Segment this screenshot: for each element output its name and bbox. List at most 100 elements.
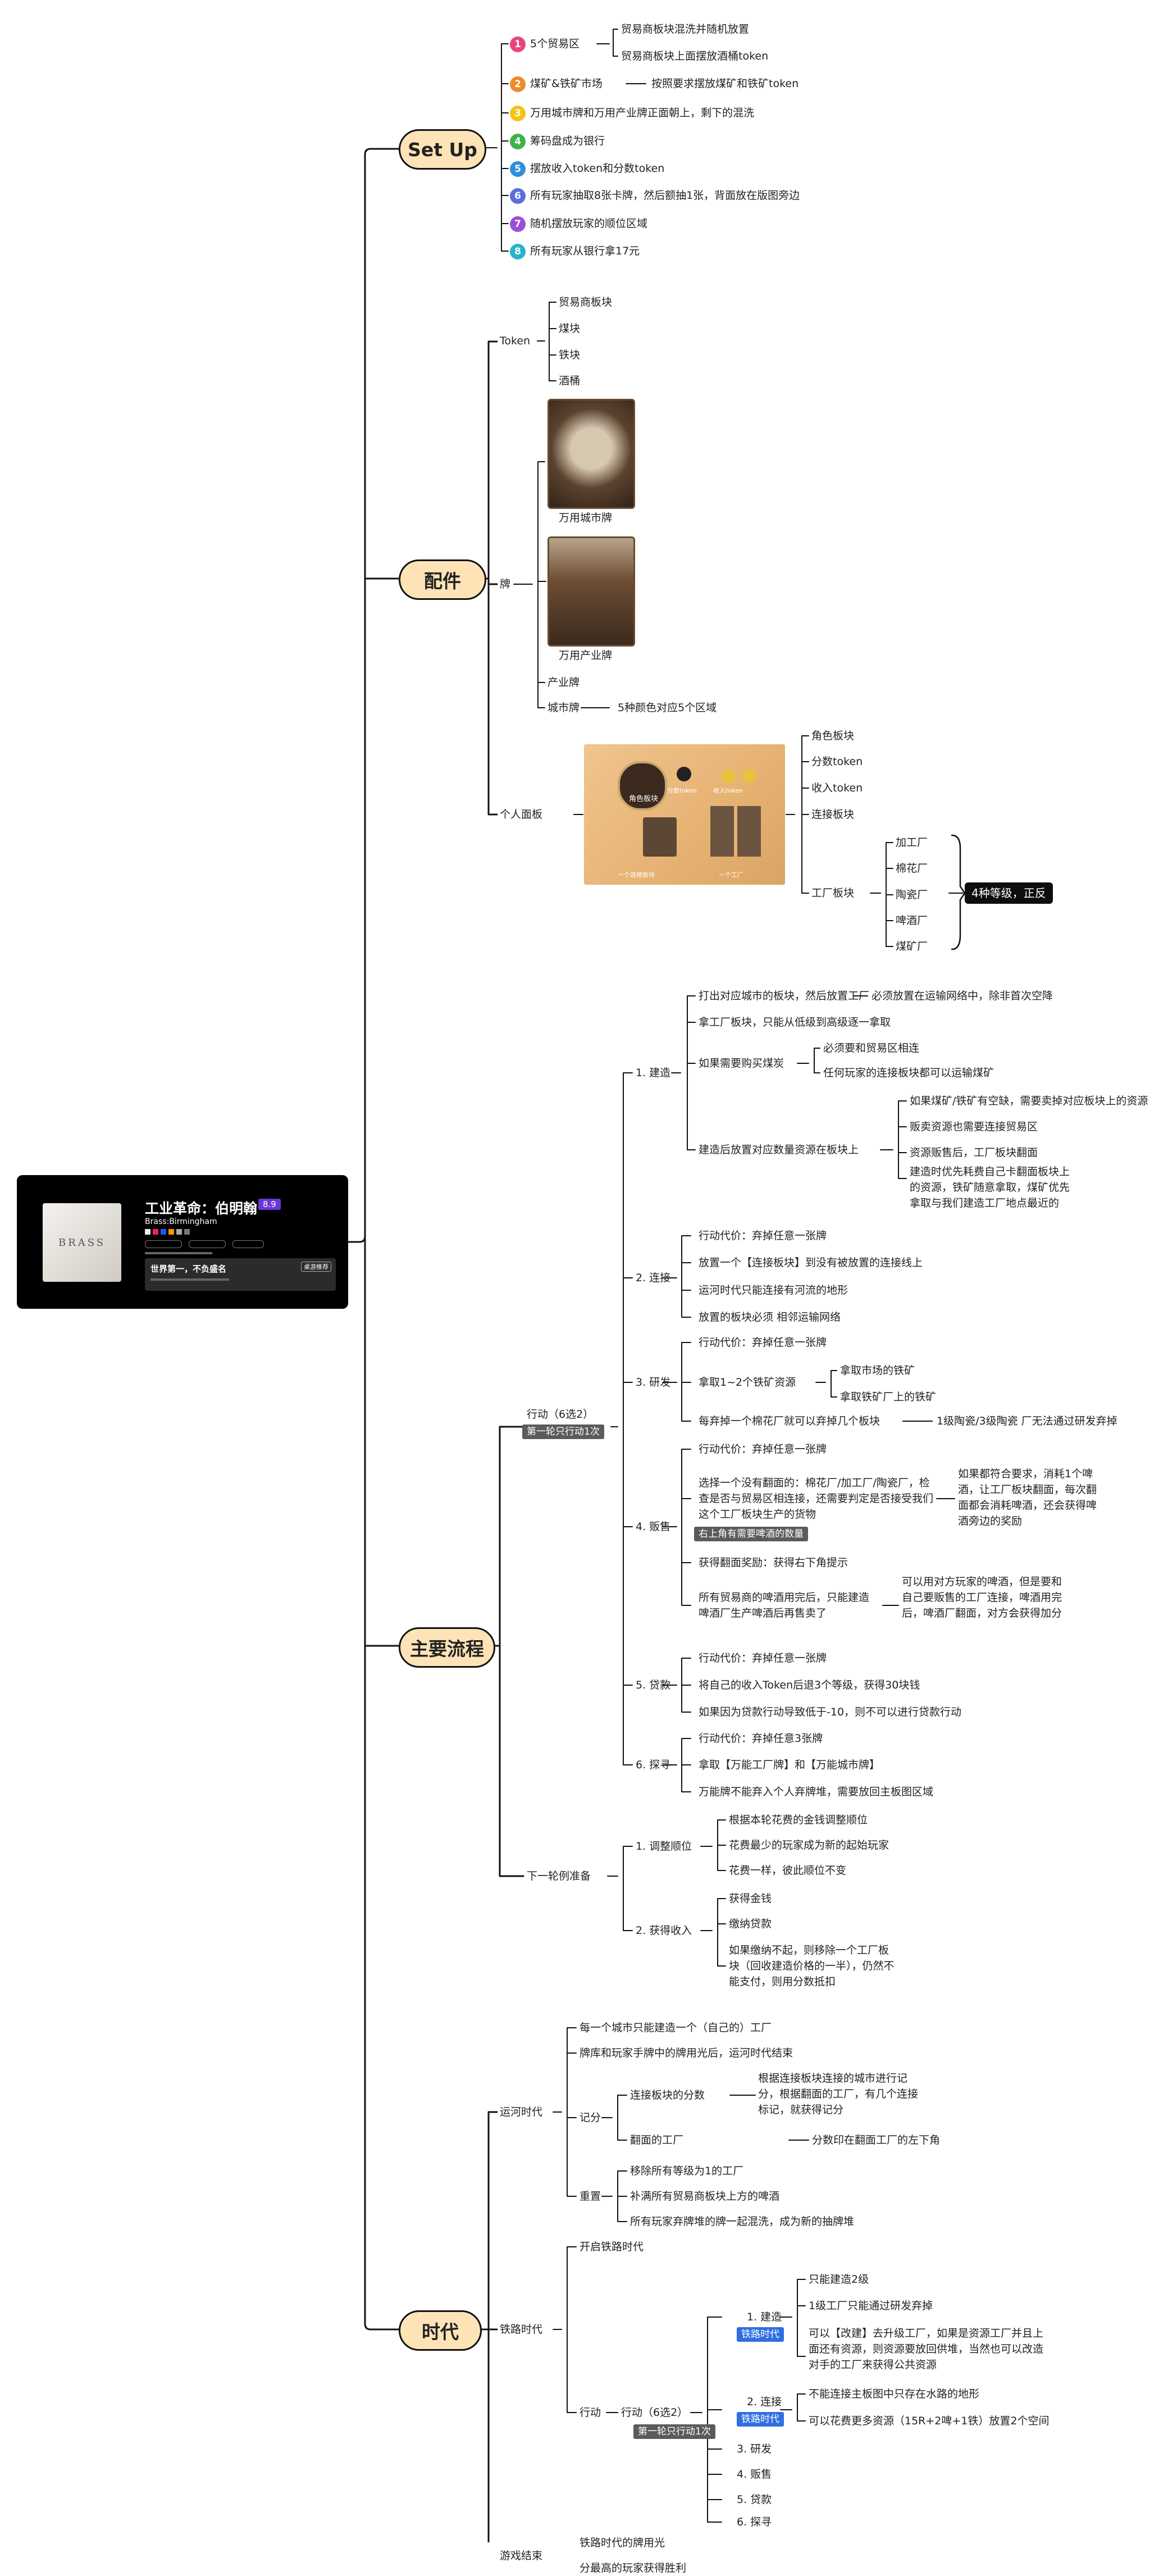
sell-note-1: 如果都符合要求，消耗1个啤酒，让工厂板块翻面，每次翻面都会消耗啤酒，还会获得啤酒… bbox=[958, 1468, 1097, 1527]
token-item-1: 贸易商板块 bbox=[559, 296, 613, 308]
color-dots bbox=[145, 1229, 190, 1235]
loan-item-2: 将自己的收入Token后退3个等级，获得30块钱 bbox=[699, 1679, 920, 1691]
rail-link-tag: 铁路时代 bbox=[737, 2412, 784, 2427]
factory-5: 煤矿厂 bbox=[896, 940, 928, 953]
loan-item-3: 如果因为贷款行动导致低于-10，则不可以进行贷款行动 bbox=[699, 1706, 962, 1718]
board-item-3: 收入token bbox=[811, 782, 863, 794]
canal-item-1: 每一个城市只能建造一个（自己的）工厂 bbox=[580, 2022, 772, 2034]
rail-build-3: 可以【改建】去升级工厂，如果是资源工厂并且上面还有资源，则资源要放回供堆，当然也… bbox=[809, 2327, 1044, 2371]
develop-item-1: 行动代价：弃掉任意一张牌 bbox=[699, 1336, 827, 1349]
factory-3: 陶瓷厂 bbox=[896, 889, 928, 901]
setup-item-text: 5个贸易区 bbox=[530, 38, 580, 50]
industry-wild-card-label: 万用产业牌 bbox=[559, 649, 613, 662]
factory-tiles bbox=[710, 806, 761, 857]
photo-label-income: 收入token bbox=[713, 787, 743, 794]
sell-label: 4. 贩售 bbox=[636, 1521, 671, 1533]
node-main-flow[interactable]: 主要流程 bbox=[399, 1627, 495, 1668]
link-item-3: 运河时代只能连接有河流的地形 bbox=[699, 1284, 848, 1296]
token-item-3: 铁块 bbox=[559, 349, 581, 361]
city-card-label: 城市牌 bbox=[548, 702, 580, 714]
link-item-1: 行动代价：弃掉任意一张牌 bbox=[699, 1230, 827, 1242]
factory-1: 加工厂 bbox=[896, 836, 928, 849]
canal-reset-2: 补满所有贸易商板块上方的啤酒 bbox=[630, 2190, 780, 2202]
rail-build-1: 只能建造2级 bbox=[809, 2273, 869, 2286]
tag-2 bbox=[189, 1240, 226, 1248]
build-item-4: 建造后放置对应数量资源在板块上 bbox=[699, 1144, 859, 1156]
setup-number-badge: 7 bbox=[510, 216, 526, 232]
place-sub-2: 贩卖资源也需要连接贸易区 bbox=[910, 1121, 1038, 1133]
action-label: 行动（6选2） bbox=[527, 1408, 594, 1421]
build-item-3: 如果需要购买煤炭 bbox=[699, 1057, 784, 1069]
game-cover: BRASS bbox=[43, 1203, 121, 1282]
setup-item-2: 2 煤矿&铁矿市场 bbox=[510, 76, 603, 92]
board-item-2: 分数token bbox=[811, 755, 863, 768]
node-components[interactable]: 配件 bbox=[399, 559, 486, 600]
factory-level-note: 4种等级，正反 bbox=[965, 882, 1053, 904]
factory-4: 啤酒厂 bbox=[896, 914, 928, 927]
income-item-3: 如果缴纳不起，则移除一个工厂板块（回收建造价格的一半），仍然不能支付，则用分数抵… bbox=[729, 1944, 895, 1988]
develop-res-2: 拿取铁矿厂上的铁矿 bbox=[840, 1391, 937, 1403]
rail-other-3: 5. 贷款 bbox=[737, 2493, 772, 2506]
setup-item-text: 所有玩家从银行拿17元 bbox=[530, 245, 640, 257]
rail-action-tag: 第一轮只行动1次 bbox=[633, 2424, 715, 2439]
income-token-2 bbox=[742, 770, 756, 783]
setup-number-badge: 5 bbox=[510, 161, 526, 177]
sell-item-1: 行动代价：弃掉任意一张牌 bbox=[699, 1443, 827, 1455]
board-item-4: 连接板块 bbox=[811, 808, 855, 821]
sell-tag: 右上角有需要啤酒的数量 bbox=[694, 1527, 808, 1541]
node-era[interactable]: 时代 bbox=[399, 2310, 482, 2351]
coal-sub-1: 必须要和贸易区相连 bbox=[823, 1042, 920, 1054]
root-subtitle: Brass:Birmingham bbox=[145, 1217, 217, 1226]
panel-title: 世界第一，不负盛名 bbox=[150, 1264, 227, 1274]
setup-number-badge: 4 bbox=[510, 133, 526, 149]
link-tile bbox=[643, 817, 677, 857]
board-item-1: 角色板块 bbox=[811, 730, 855, 742]
root-meta-line bbox=[145, 1252, 212, 1254]
build-item-1: 打出对应城市的板块，然后放置工厂 bbox=[699, 990, 870, 1002]
rail-build-2: 1级工厂只能通过研发弃掉 bbox=[809, 2300, 933, 2312]
rating-badge: 8.9 bbox=[258, 1199, 281, 1210]
setup-number-badge: 3 bbox=[510, 105, 526, 121]
token-item-2: 煤块 bbox=[559, 322, 581, 335]
photo-label-character: 角色板块 bbox=[629, 795, 659, 803]
scout-item-3: 万能牌不能弃入个人弃牌堆，需要放回主板图区域 bbox=[699, 1786, 934, 1798]
canal-score-label: 记分 bbox=[580, 2111, 601, 2124]
canal-reset-1: 移除所有等级为1的工厂 bbox=[630, 2165, 744, 2177]
setup-item-text: 煤矿&铁矿市场 bbox=[530, 78, 603, 90]
develop-note: 1级陶瓷/3级陶瓷 厂无法通过研发弃掉 bbox=[937, 1415, 1117, 1427]
setup-item-text: 随机摆放玩家的顺位区域 bbox=[530, 217, 648, 230]
develop-item-2: 拿取1~2个铁矿资源 bbox=[699, 1376, 796, 1389]
canal-score-1: 连接板块的分数 bbox=[630, 2089, 705, 2101]
income-label: 2. 获得收入 bbox=[636, 1924, 692, 1937]
root-tags bbox=[145, 1240, 264, 1248]
canal-reset-label: 重置 bbox=[580, 2190, 601, 2202]
setup-sub-1b: 贸易商板块上面摆放酒桶token bbox=[621, 50, 769, 62]
build-item-2: 拿工厂板块，只能从低级到高级逐一拿取 bbox=[699, 1016, 891, 1028]
rail-link-2: 可以花费更多资源（15R+2啤+1铁）放置2个空间 bbox=[809, 2415, 1050, 2427]
rail-link-label: 2. 连接 bbox=[747, 2396, 782, 2408]
sell-item-3: 获得翻面奖励：获得右下角提示 bbox=[699, 1556, 848, 1569]
setup-item-6: 6 所有玩家抽取8张卡牌，然后额抽1张，背面放在版图旁边 bbox=[510, 188, 800, 204]
setup-item-text: 所有玩家抽取8张卡牌，然后额抽1张，背面放在版图旁边 bbox=[530, 189, 800, 202]
setup-number-badge: 2 bbox=[510, 76, 526, 92]
photo-label-factory: 一个工厂 bbox=[719, 871, 743, 879]
setup-number-badge: 6 bbox=[510, 188, 526, 204]
rail-other-2: 4. 贩售 bbox=[737, 2468, 772, 2481]
sell-item-2: 选择一个没有翻面的：棉花厂/加工厂/陶瓷厂，检查是否与贸易区相连接，还需要判定是… bbox=[699, 1477, 934, 1521]
panel-button[interactable]: 桌游推荐 bbox=[301, 1262, 331, 1272]
city-wild-card-image bbox=[548, 399, 635, 509]
rail-open: 开启铁路时代 bbox=[580, 2241, 644, 2253]
end-item-2: 分最高的玩家获得胜利 bbox=[580, 2562, 687, 2574]
coal-sub-2: 任何玩家的连接板块都可以运输煤矿 bbox=[823, 1067, 994, 1079]
sell-note-2: 可以用对方玩家的啤酒，但是要和自己要贩售的工厂连接，啤酒用完后，啤酒厂翻面，对方… bbox=[902, 1576, 1062, 1619]
rail-build-tag: 铁路时代 bbox=[737, 2327, 784, 2342]
board-label: 个人面板 bbox=[500, 808, 543, 821]
node-setup[interactable]: Set Up bbox=[399, 129, 486, 170]
develop-label: 3. 研发 bbox=[636, 1376, 671, 1389]
canal-score-note-1: 根据连接板块连接的城市进行记分，根据翻面的工厂，有几个连接标记，就获得记分 bbox=[758, 2072, 919, 2116]
income-item-1: 获得金钱 bbox=[729, 1892, 772, 1905]
loan-item-1: 行动代价：弃掉任意一张牌 bbox=[699, 1652, 827, 1664]
